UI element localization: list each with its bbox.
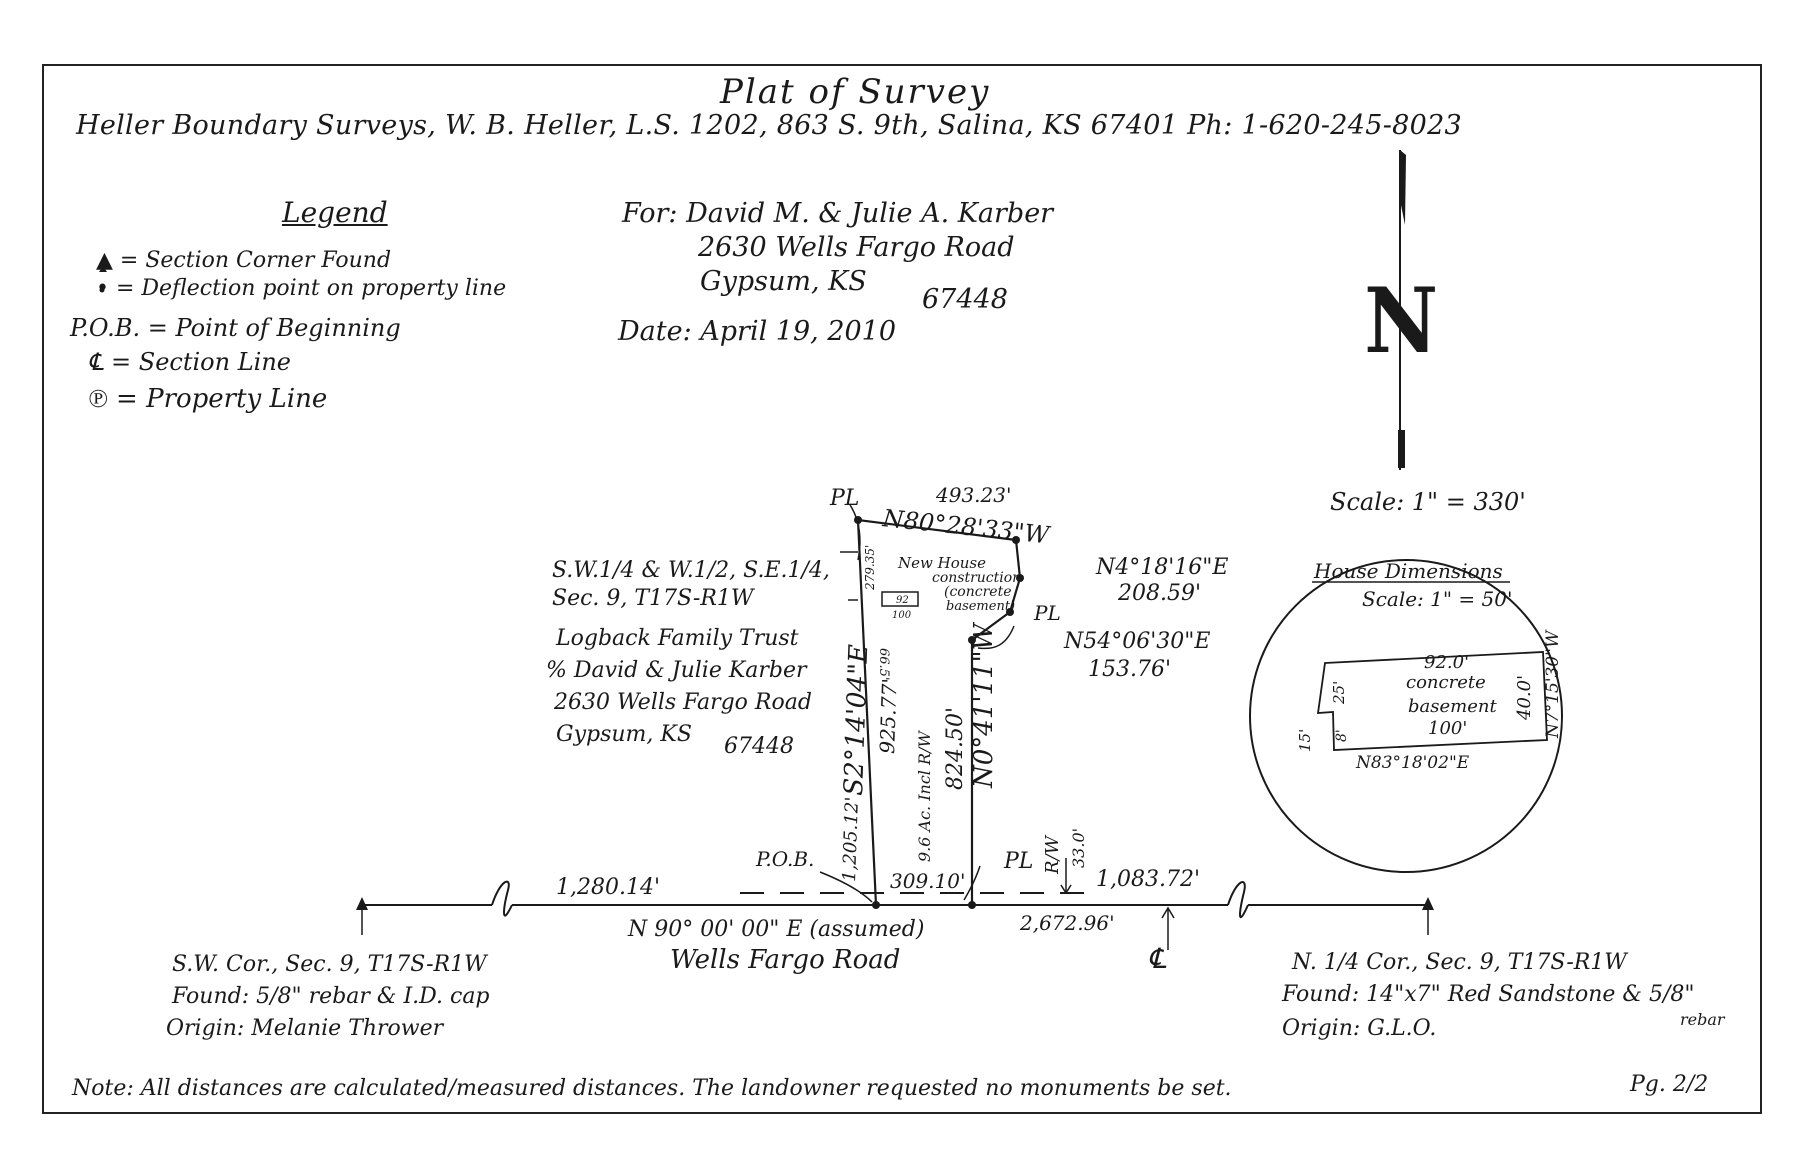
south-distance: 309.10' [890, 869, 965, 893]
pob-label: P.O.B. [755, 847, 814, 871]
sw-corner-marker-icon [356, 897, 368, 935]
house-dim-bottom: 100' [1428, 718, 1467, 739]
top-distance: 493.23' [935, 483, 1011, 507]
house-note1: New House [897, 554, 986, 572]
rw-distance: 33.0' [1069, 828, 1088, 868]
house-dim-line1: concrete [1406, 672, 1486, 693]
road-right-distance: 1,083.72' [1096, 867, 1200, 892]
house-footprint [881, 591, 919, 607]
acreage-label: 9.6 Ac. Incl R/W [915, 730, 934, 862]
client-zip: 67448 [922, 284, 1008, 315]
house-dim-15: 15' [1296, 729, 1314, 752]
legend-item-section-line: ℄ = Section Line [88, 348, 291, 376]
west-distance: 925.77' [875, 678, 902, 754]
road-left-distance: 1,280.14' [556, 875, 660, 900]
pl-bottom-label: PL [1003, 849, 1033, 874]
pl-top-label: PL [829, 486, 859, 511]
house-dim-bottom-bearing: N83°18'02"E [1355, 753, 1470, 773]
client-address2: Gypsum, KS [700, 266, 867, 297]
n-corner-line3: Origin: G.L.O. [1282, 1016, 1437, 1041]
client-for: For: David M. & Julie A. Karber [622, 198, 1054, 229]
road-total-distance: 2,672.96' [1019, 911, 1115, 935]
sw-corner-line3: Origin: Melanie Thrower [166, 1016, 444, 1041]
road-name: Wells Fargo Road [670, 945, 900, 975]
house-dim-right-bearing: N7°15'30"W [1543, 629, 1563, 739]
east-distance: 824.50' [943, 707, 968, 790]
house-note3: (concrete [944, 584, 1011, 600]
legend-item-section-corner: ▲ = Section Corner Found [96, 248, 392, 273]
plat-border [42, 64, 1762, 1114]
east-bearing: N0°41'11"W [969, 621, 999, 789]
house-dim-right: 40.0' [1514, 675, 1535, 721]
house-detail-title: House Dimensions [1313, 559, 1503, 583]
right2-bearing: N54°06'30"E [1063, 629, 1210, 654]
house-dim-25: 25' [1330, 681, 1348, 705]
rw-label: R/W [1042, 834, 1063, 875]
road-line [362, 880, 1428, 919]
legend-title: Legend [282, 196, 388, 229]
house-detail-circle [1249, 559, 1563, 873]
house-note4: basement) [946, 599, 1015, 614]
right1-distance: 208.59' [1117, 581, 1201, 606]
client-address1: 2630 Wells Fargo Road [698, 232, 1015, 263]
section-line-arrow-icon [1161, 906, 1175, 950]
house-note2: construction [932, 570, 1021, 586]
pl-leader-arrows-icon [840, 504, 1015, 901]
legend-dot-icon [99, 287, 105, 293]
legend-triangle-icon [99, 266, 107, 272]
house-detail-outline [1316, 651, 1548, 751]
west-bearing: S2°14'04"E [839, 644, 874, 797]
parcel-owner3: 2630 Wells Fargo Road [554, 690, 812, 715]
boundary-points [854, 516, 1024, 909]
rw-dimension-arrow-icon [1060, 858, 1072, 895]
footer-note: Note: All distances are calculated/measu… [72, 1076, 1232, 1101]
pl-right-label: PL [1033, 601, 1061, 625]
sw-corner-line1: S.W. Cor., Sec. 9, T17S-R1W [172, 952, 487, 977]
parcel-legal2: Sec. 9, T17S-R1W [552, 586, 754, 611]
road-bearing: N 90° 00' 00" E (assumed) [627, 917, 924, 942]
parcel-owner4: Gypsum, KS [556, 722, 692, 747]
house-dim-top: 92.0' [1424, 652, 1469, 673]
pob-leader-arrow-icon [819, 871, 873, 903]
parcel-owner2: % David & Julie Karber [546, 658, 807, 683]
parcel-owner-zip: 67448 [724, 734, 794, 759]
n-corner-line1: N. 1/4 Cor., Sec. 9, T17S-R1W [1292, 950, 1627, 975]
legend-item-pob: P.O.B. = Point of Beginning [70, 314, 401, 342]
house-dim-8: 8' [1334, 729, 1350, 742]
parcel-legal1: S.W.1/4 & W.1/2, S.E.1/4, [552, 558, 830, 583]
sw-corner-line2: Found: 5/8" rebar & I.D. cap [172, 984, 490, 1009]
section-line-symbol: ℄ [1148, 942, 1167, 975]
survey-date: Date: April 19, 2010 [618, 316, 897, 347]
legend-item-deflection: • = Deflection point on property line [96, 276, 507, 301]
page-number: Pg. 2/2 [1630, 1072, 1709, 1097]
house-length: 100 [892, 610, 912, 621]
map-scale: Scale: 1" = 330' [1330, 488, 1526, 516]
dist-279: 279.35' [863, 545, 877, 591]
n-corner-line2b: rebar [1680, 1010, 1725, 1029]
plat-title: Plat of Survey [720, 72, 991, 112]
house-dim-line2: basement [1408, 696, 1497, 717]
surveyor-line: Heller Boundary Surveys, W. B. Heller, L… [76, 110, 1463, 141]
house-detail-scale: Scale: 1" = 50' [1362, 587, 1513, 611]
n-corner-line2: Found: 14"x7" Red Sandstone & 5/8" [1282, 982, 1695, 1007]
right2-distance: 153.76' [1088, 657, 1171, 682]
west-total: 1,205.12' [839, 796, 863, 882]
north-letter: N [1364, 268, 1439, 374]
parcel-owner1: Logback Family Trust [556, 626, 799, 651]
top-bearing: N80°28'33"W [880, 504, 1052, 550]
right1-bearing: N4°18'16"E [1095, 555, 1228, 580]
legend-item-property-line: ℗ = Property Line [88, 384, 328, 414]
dist-66: 66.5' [876, 648, 891, 681]
n-corner-marker-icon [1422, 897, 1434, 935]
house-width: 92 [896, 595, 909, 606]
north-arrow-icon [1398, 150, 1406, 470]
